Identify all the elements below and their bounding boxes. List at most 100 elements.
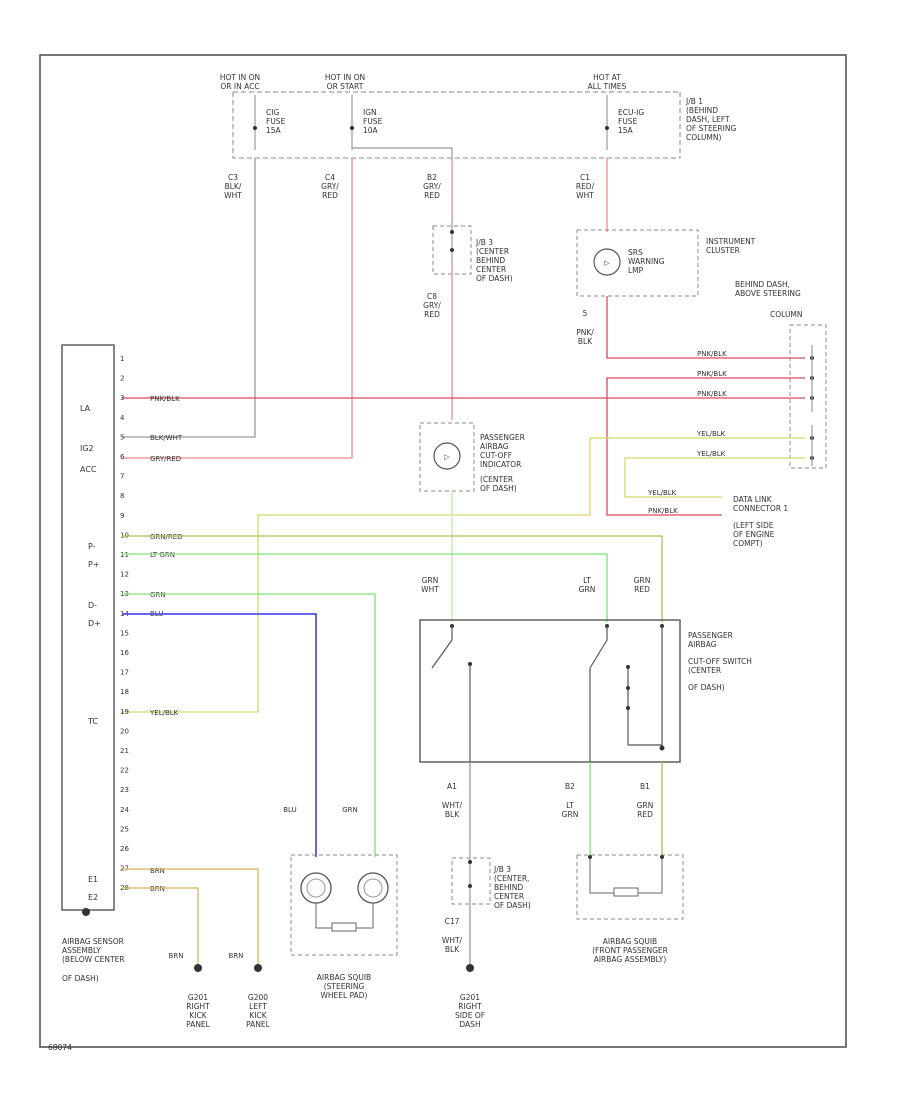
svg-text:RED: RED — [322, 191, 338, 200]
svg-text:J/B 1: J/B 1 — [685, 97, 703, 106]
wire-c3-label: C3 BLK/ WHT — [224, 173, 242, 200]
svg-text:AIRBAG: AIRBAG — [480, 442, 509, 451]
sensor-pin-3: 3 — [120, 394, 124, 402]
svg-text:INDICATOR: INDICATOR — [480, 460, 521, 469]
svg-text:BLK: BLK — [445, 945, 460, 954]
svg-text:G200: G200 — [248, 993, 268, 1002]
svg-text:LT: LT — [583, 576, 591, 585]
squib-steering-wheel: BLU GRN AIRBAG SQUIB (STEERING WHEEL PAD… — [283, 806, 398, 1000]
sensor-pin-20: 20 — [120, 727, 129, 735]
ign-branch — [352, 147, 453, 162]
svg-text:E1: E1 — [88, 875, 98, 884]
svg-text:AIRBAG SENSOR: AIRBAG SENSOR — [62, 937, 124, 946]
fuse-ecu-ig: ECU-IG FUSE 15A — [605, 95, 644, 150]
svg-text:BRN: BRN — [150, 885, 165, 893]
svg-text:P+: P+ — [88, 560, 100, 569]
svg-text:OF STEERING: OF STEERING — [686, 124, 736, 133]
svg-text:WHT: WHT — [421, 585, 439, 594]
wire-brn-e1 — [122, 868, 259, 965]
svg-text:WHT: WHT — [576, 191, 594, 200]
svg-text:INSTRUMENT: INSTRUMENT — [706, 237, 756, 246]
svg-text:YEL/BLK: YEL/BLK — [696, 430, 726, 438]
svg-text:OR START: OR START — [327, 82, 364, 91]
sensor-pin-12: 12 — [120, 571, 129, 579]
svg-text:COLUMN): COLUMN) — [686, 133, 722, 142]
wire-pnk-blk-cluster — [606, 296, 805, 359]
svg-text:▷: ▷ — [444, 453, 450, 461]
svg-text:LEFT: LEFT — [249, 1002, 267, 1011]
wire-gry-red-acc — [122, 158, 353, 459]
svg-text:PNK/BLK: PNK/BLK — [150, 395, 180, 403]
wire-yel-blk-dlc — [624, 457, 805, 498]
svg-text:(BEHIND: (BEHIND — [686, 106, 718, 115]
svg-text:WHEEL PAD): WHEEL PAD) — [321, 991, 368, 1000]
sensor-pin-25: 25 — [120, 825, 129, 833]
diagram-frame — [39, 54, 847, 1048]
svg-text:GRN: GRN — [637, 801, 654, 810]
sensor-pin-8: 8 — [120, 492, 124, 500]
svg-text:HOT AT: HOT AT — [593, 73, 621, 82]
svg-text:C4: C4 — [325, 173, 335, 182]
svg-text:OF DASH): OF DASH) — [62, 974, 99, 983]
svg-text:IGN: IGN — [363, 108, 377, 117]
sensor-pin-16: 16 — [120, 649, 129, 657]
svg-text:FUSE: FUSE — [618, 117, 638, 126]
svg-text:D-: D- — [88, 601, 97, 610]
svg-text:LA: LA — [80, 404, 91, 413]
sensor-pin-4: 4 — [120, 414, 125, 422]
svg-text:LT GRN: LT GRN — [150, 551, 175, 559]
svg-text:CLUSTER: CLUSTER — [706, 246, 740, 255]
svg-text:PASSENGER: PASSENGER — [688, 631, 733, 640]
svg-text:OF ENGINE: OF ENGINE — [733, 530, 775, 539]
svg-text:10A: 10A — [363, 126, 379, 135]
svg-text:BLK/WHT: BLK/WHT — [150, 434, 183, 442]
sensor-pin-17: 17 — [120, 669, 129, 677]
wire-grn-red — [122, 535, 663, 622]
svg-text:(LEFT SIDE: (LEFT SIDE — [733, 521, 774, 530]
svg-text:BLU: BLU — [283, 806, 296, 814]
svg-text:J/B 3: J/B 3 — [475, 238, 493, 247]
svg-text:(CENTER: (CENTER — [688, 666, 721, 675]
svg-text:ABOVE STEERING: ABOVE STEERING — [735, 289, 801, 298]
svg-text:BRN: BRN — [229, 952, 244, 960]
svg-text:15A: 15A — [266, 126, 282, 135]
svg-text:TC: TC — [87, 717, 98, 726]
svg-text:AIRBAG SQUIB: AIRBAG SQUIB — [317, 973, 371, 982]
svg-text:(BELOW CENTER: (BELOW CENTER — [62, 955, 125, 964]
sensor-pin-labels: 1234567891011121314151617181920212223242… — [120, 355, 129, 892]
svg-text:CONNECTOR 1: CONNECTOR 1 — [733, 504, 788, 513]
svg-text:YEL/BLK: YEL/BLK — [696, 450, 726, 458]
svg-text:KICK: KICK — [249, 1011, 267, 1020]
svg-text:YEL/BLK: YEL/BLK — [149, 709, 179, 717]
svg-text:PANEL: PANEL — [186, 1020, 211, 1029]
svg-text:SIDE OF: SIDE OF — [455, 1011, 485, 1020]
squib-passenger: AIRBAG SQUIB (FRONT PASSENGER AIRBAG ASS… — [576, 854, 684, 964]
svg-text:ACC: ACC — [80, 465, 97, 474]
svg-text:CIG: CIG — [266, 108, 279, 117]
svg-text:(FRONT PASSENGER: (FRONT PASSENGER — [592, 946, 668, 955]
sensor-pin-9: 9 — [120, 512, 124, 520]
ground-g200-left-kick: BRN G200 LEFT KICK PANEL — [229, 952, 271, 1029]
cutoff-bottom-wire-labels: A1 WHT/ BLK B2 LT GRN B1 GRN RED — [442, 782, 653, 819]
svg-text:CUT-OFF: CUT-OFF — [480, 451, 512, 460]
svg-text:E2: E2 — [88, 893, 98, 902]
svg-text:BLK: BLK — [578, 337, 593, 346]
svg-text:B2: B2 — [565, 782, 575, 791]
svg-text:PNK/BLK: PNK/BLK — [697, 390, 727, 398]
svg-text:OR IN ACC: OR IN ACC — [220, 82, 259, 91]
svg-text:ECU-IG: ECU-IG — [618, 108, 644, 117]
sensor-ground-dot — [82, 908, 90, 916]
svg-text:ALL TIMES: ALL TIMES — [588, 82, 627, 91]
instrument-cluster: ▷ SRS WARNING LMP INSTRUMENT CLUSTER — [576, 229, 756, 297]
svg-text:B2: B2 — [427, 173, 437, 182]
sensor-pin-24: 24 — [120, 806, 129, 814]
wire-c1-label: C1 RED/ WHT — [576, 173, 595, 200]
svg-text:P-: P- — [88, 542, 96, 551]
sensor-pin-11: 11 — [120, 551, 129, 559]
svg-text:(STEERING: (STEERING — [324, 982, 365, 991]
fuse-ign: IGN FUSE 10A — [350, 95, 383, 150]
svg-text:CENTER: CENTER — [494, 892, 524, 901]
svg-text:AIRBAG: AIRBAG — [688, 640, 717, 649]
svg-text:OF DASH): OF DASH) — [688, 683, 725, 692]
